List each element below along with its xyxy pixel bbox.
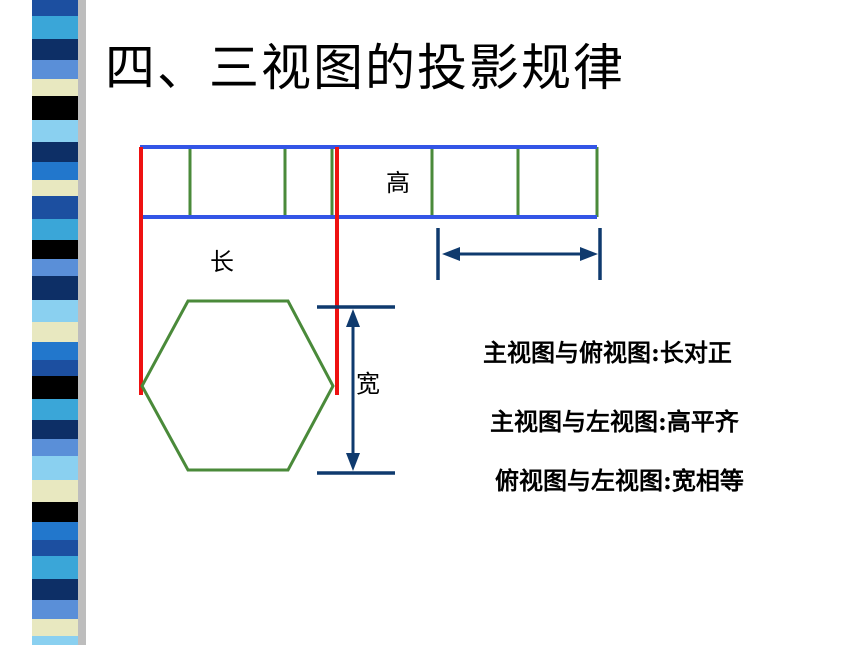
stripe-segment bbox=[32, 219, 78, 240]
stripe-segment bbox=[32, 600, 78, 619]
stripe-segment bbox=[32, 60, 78, 79]
stripe-segment bbox=[32, 196, 78, 219]
label-height: 高 bbox=[386, 169, 410, 197]
stripe-segment bbox=[32, 439, 78, 456]
rule-front-top: 主视图与俯视图:长对正 bbox=[483, 338, 732, 367]
decorative-stripe-border bbox=[32, 0, 86, 645]
stripe-segment bbox=[32, 636, 78, 645]
stripe-segment bbox=[32, 556, 78, 579]
stripe-segment bbox=[32, 96, 78, 120]
page-title: 四、三视图的投影规律 bbox=[105, 39, 625, 97]
stripe-segment bbox=[32, 79, 78, 96]
label-length: 长 bbox=[210, 248, 234, 276]
stripe-segment bbox=[32, 502, 78, 522]
stripe-segment bbox=[32, 540, 78, 556]
width-arrow-head-down bbox=[346, 453, 360, 471]
hexagon-top-view bbox=[140, 299, 335, 472]
stripe-segment bbox=[32, 456, 78, 480]
stripe-segment bbox=[32, 322, 78, 342]
stripe-segment bbox=[32, 579, 78, 600]
stripe-segment bbox=[32, 360, 78, 376]
stripe-segment bbox=[32, 399, 78, 420]
width-arrow-head-up bbox=[346, 309, 360, 327]
stripe-segment bbox=[32, 259, 78, 276]
view-boxes bbox=[140, 145, 599, 217]
stripe-segment bbox=[32, 522, 78, 540]
stripe-shadow bbox=[78, 0, 86, 645]
label-width: 宽 bbox=[356, 370, 380, 398]
stripe-segment bbox=[32, 142, 78, 162]
stripe-segment bbox=[32, 0, 78, 16]
stripe-segment bbox=[32, 39, 78, 60]
stripe-segment bbox=[32, 420, 78, 439]
stripe-segment bbox=[32, 162, 78, 180]
dim-arrow-head-right bbox=[580, 247, 598, 261]
stripe-segment bbox=[32, 180, 78, 196]
rule-top-side: 俯视图与左视图:宽相等 bbox=[495, 466, 744, 495]
dim-arrow-head-left bbox=[442, 247, 460, 261]
stripe-segment bbox=[32, 619, 78, 636]
stripe-segment bbox=[32, 120, 78, 142]
stripe-segment bbox=[32, 342, 78, 360]
rule-front-side: 主视图与左视图:高平齐 bbox=[490, 407, 739, 436]
stripe-segment bbox=[32, 300, 78, 322]
stripe-segment bbox=[32, 480, 78, 502]
stripe-segment bbox=[32, 276, 78, 300]
stripe-segment bbox=[32, 240, 78, 259]
stripe-segment bbox=[32, 16, 78, 39]
stripe-segment bbox=[32, 376, 78, 399]
